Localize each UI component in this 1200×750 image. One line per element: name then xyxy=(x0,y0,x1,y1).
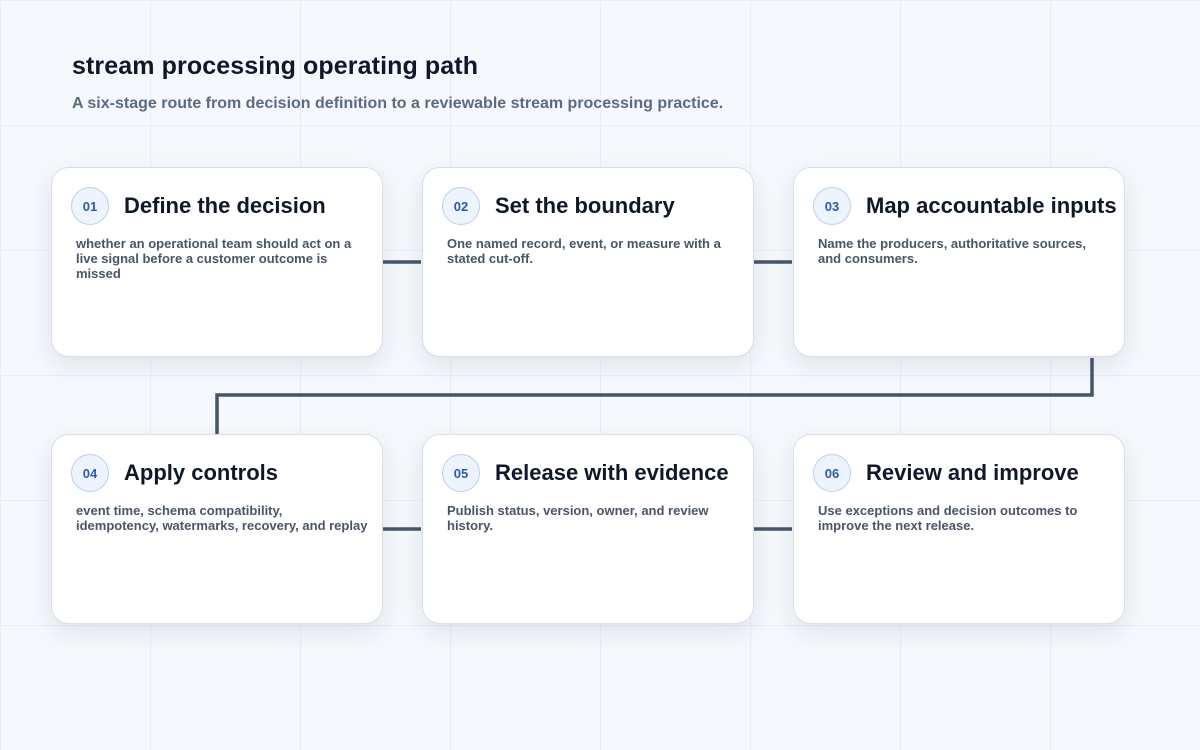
stage-card-03: 03 Map accountable inputs Name the produ… xyxy=(793,167,1125,357)
stage-description: whether an operational team should act o… xyxy=(76,236,352,281)
stage-number-badge: 01 xyxy=(71,187,109,225)
stage-title: Map accountable inputs xyxy=(866,193,1117,218)
stage-title: Define the decision xyxy=(124,193,326,218)
stage-description: One named record, event, or measure with… xyxy=(447,236,721,266)
stage-number-badge: 02 xyxy=(442,187,480,225)
stage-number-badge: 06 xyxy=(813,454,851,492)
page-title: stream processing operating path xyxy=(72,52,479,80)
stage-card-05: 05 Release with evidence Publish status,… xyxy=(422,434,754,624)
connector-03-04 xyxy=(215,358,1094,434)
stage-number-badge: 04 xyxy=(71,454,109,492)
stage-title: Apply controls xyxy=(124,460,279,485)
stage-number-badge: 05 xyxy=(442,454,480,492)
stage-title: Review and improve xyxy=(866,460,1079,485)
stage-description: Name the producers, authoritative source… xyxy=(818,236,1087,266)
stage-card-04: 04 Apply controls event time, schema com… xyxy=(51,434,383,624)
page-subtitle: A six-stage route from decision definiti… xyxy=(72,95,724,112)
stage-title: Release with evidence xyxy=(495,460,729,485)
stage-card-06: 06 Review and improve Use exceptions and… xyxy=(793,434,1125,624)
stage-title: Set the boundary xyxy=(495,193,675,218)
stage-description: Use exceptions and decision outcomes to … xyxy=(818,503,1078,533)
stage-description: Publish status, version, owner, and revi… xyxy=(447,503,709,533)
stage-card-02: 02 Set the boundary One named record, ev… xyxy=(422,167,754,357)
stage-card-01: 01 Define the decision whether an operat… xyxy=(51,167,383,357)
stage-number-badge: 03 xyxy=(813,187,851,225)
stage-description: event time, schema compatibility, idempo… xyxy=(76,503,368,533)
